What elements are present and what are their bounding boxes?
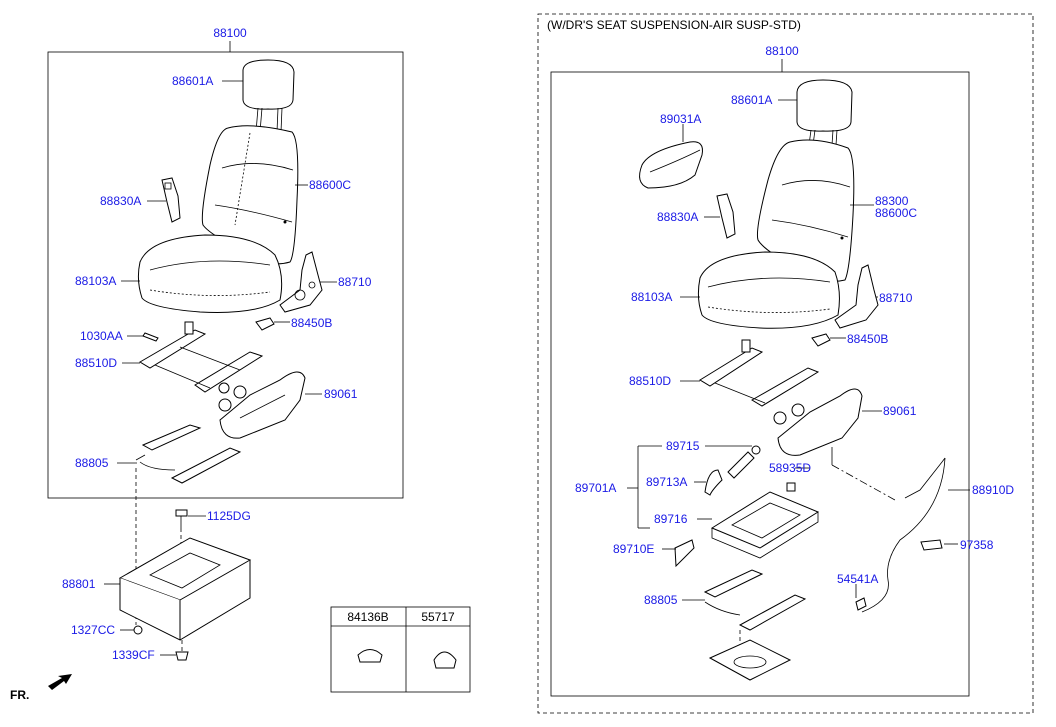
suspension-leader xyxy=(627,445,662,529)
label-58935D[interactable]: 58935D xyxy=(769,461,811,475)
spring-part xyxy=(704,469,723,496)
mount-plate-part xyxy=(708,639,792,681)
direction-label: FR. xyxy=(10,688,29,702)
label-88601A-right[interactable]: 88601A xyxy=(731,93,772,107)
legend-table xyxy=(330,606,471,693)
recliner-part xyxy=(279,251,323,313)
fitting-part xyxy=(855,597,867,611)
label-88450B-right[interactable]: 88450B xyxy=(847,332,888,346)
label-88103A-right[interactable]: 88103A xyxy=(631,290,672,304)
bolt-part xyxy=(175,509,188,528)
label-sticker-part xyxy=(920,539,943,551)
legend-col2: 55717 xyxy=(421,610,455,624)
cover-part-right xyxy=(777,388,863,456)
label-1327CC[interactable]: 1327CC xyxy=(71,623,115,637)
label-88801[interactable]: 88801 xyxy=(62,577,96,591)
cap-part xyxy=(133,625,143,635)
lever-part xyxy=(674,539,695,568)
armrest-part xyxy=(639,141,703,189)
label-1339CF[interactable]: 1339CF xyxy=(112,648,155,662)
clip-part xyxy=(142,332,159,342)
label-88830A-right[interactable]: 88830A xyxy=(657,210,698,224)
label-88710-right[interactable]: 88710 xyxy=(879,291,913,305)
legend-col1: 84136B xyxy=(347,610,388,624)
label-88510D-left[interactable]: 88510D xyxy=(75,356,117,370)
label-1030AA[interactable]: 1030AA xyxy=(80,329,123,343)
label-89713A[interactable]: 89713A xyxy=(646,475,687,489)
label-88300[interactable]: 88300 xyxy=(875,194,909,208)
label-1125DG[interactable]: 1125DG xyxy=(207,509,251,523)
label-54541A[interactable]: 54541A xyxy=(837,572,878,586)
label-89031A[interactable]: 89031A xyxy=(660,112,701,126)
front-arrow-icon xyxy=(48,674,72,690)
label-88805-right[interactable]: 88805 xyxy=(644,593,678,607)
nut-part xyxy=(175,651,189,661)
knob-part-right xyxy=(811,333,831,347)
cover-part xyxy=(219,371,306,439)
hose-part xyxy=(904,457,946,499)
base-part xyxy=(710,491,820,559)
knob-part xyxy=(255,317,275,331)
label-88601A[interactable]: 88601A xyxy=(172,74,213,88)
left-assembly-label[interactable]: 88100 xyxy=(213,26,247,40)
label-88830A[interactable]: 88830A xyxy=(100,194,141,208)
rail-part xyxy=(135,424,242,484)
right-assembly-label[interactable]: 88100 xyxy=(765,44,799,58)
label-89701A[interactable]: 89701A xyxy=(575,481,616,495)
buckle-part xyxy=(161,177,181,223)
label-88450B-left[interactable]: 88450B xyxy=(291,316,332,330)
label-89061-left[interactable]: 89061 xyxy=(324,387,358,401)
headrest-part-right xyxy=(796,79,853,146)
condition-label: (W/DR'S SEAT SUSPENSION-AIR SUSP-STD) xyxy=(547,18,801,32)
label-88710-left[interactable]: 88710 xyxy=(338,275,372,289)
cushion-part xyxy=(137,234,283,313)
recliner-part-right xyxy=(834,264,879,329)
label-88103A-left[interactable]: 88103A xyxy=(75,274,116,288)
shock-part xyxy=(727,445,761,479)
valve-part xyxy=(786,482,796,492)
label-97358[interactable]: 97358 xyxy=(960,538,994,552)
left-assembly-frame xyxy=(47,51,404,499)
cushion-part-right xyxy=(697,251,840,329)
label-89710E[interactable]: 89710E xyxy=(613,542,654,556)
label-89715[interactable]: 89715 xyxy=(666,439,700,453)
track-part xyxy=(139,321,264,412)
right-assembly-frame xyxy=(550,71,970,697)
label-88600C-right[interactable]: 88600C xyxy=(875,206,917,220)
headrest-part xyxy=(242,59,295,133)
label-88510D-right[interactable]: 88510D xyxy=(629,374,671,388)
label-89061-right[interactable]: 89061 xyxy=(883,404,917,418)
track-part-right xyxy=(699,339,820,425)
label-89716[interactable]: 89716 xyxy=(654,512,688,526)
label-88805-left[interactable]: 88805 xyxy=(75,456,109,470)
label-88600C[interactable]: 88600C xyxy=(309,178,351,192)
buckle-part-right xyxy=(716,193,736,239)
label-88910D[interactable]: 88910D xyxy=(972,483,1014,497)
bracket-part xyxy=(118,537,252,641)
rail-part-right xyxy=(703,569,807,631)
right-condition-frame xyxy=(537,13,1034,714)
